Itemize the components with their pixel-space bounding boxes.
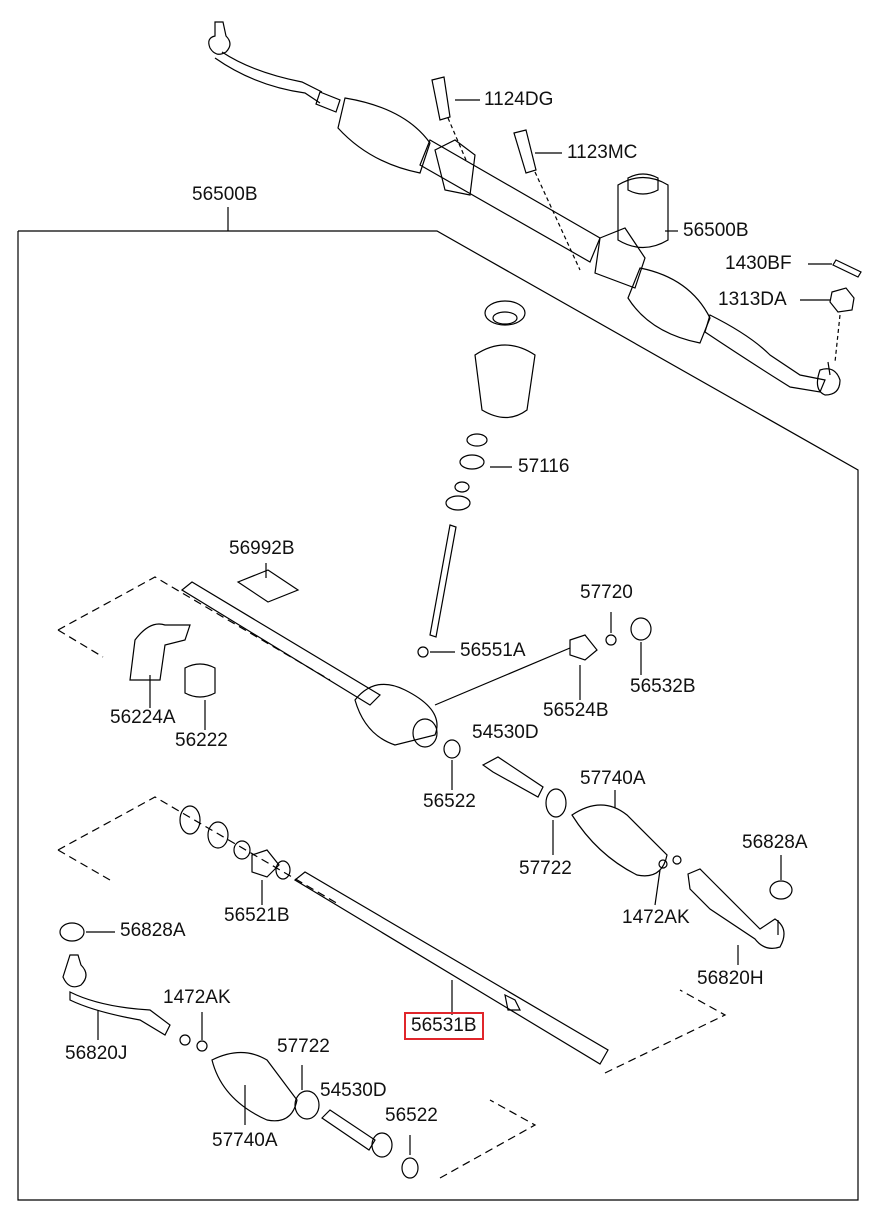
part-label-56828A[interactable]: 56828A [742,832,808,853]
steering-gear-assembly [208,21,862,396]
part-label-56522-left[interactable]: 56522 [385,1105,438,1126]
part-label-57722-left[interactable]: 57722 [277,1036,330,1057]
part-label-56524B[interactable]: 56524B [543,700,609,721]
part-label-54530D[interactable]: 54530D [472,722,539,743]
part-label-1313DA[interactable]: 1313DA [718,289,787,310]
part-label-1123MC[interactable]: 1123MC [567,142,638,163]
part-label-57116[interactable]: 57116 [518,456,570,477]
part-label-57740A[interactable]: 57740A [580,768,646,789]
part-label-57740A-left[interactable]: 57740A [212,1130,278,1151]
part-label-56820J[interactable]: 56820J [65,1043,128,1064]
part-label-1430BF[interactable]: 1430BF [725,253,792,274]
part-label-56820H[interactable]: 56820H [697,968,764,989]
part-label-56992B[interactable]: 56992B [229,538,295,559]
part-label-56224A[interactable]: 56224A [110,707,176,728]
exploded-parts [57,300,793,1179]
part-label-1472AK-left[interactable]: 1472AK [163,987,231,1008]
part-label-56500B[interactable]: 56500B [683,220,749,241]
part-label-56532B[interactable]: 56532B [630,676,696,697]
part-label-56551A[interactable]: 56551A [460,640,526,661]
part-label-54530D-left[interactable]: 54530D [320,1080,387,1101]
rack-bar [293,871,609,1065]
group-frame [17,230,859,1201]
part-label-56522[interactable]: 56522 [423,791,476,812]
part-label-1472AK[interactable]: 1472AK [622,907,690,928]
part-label-1124DG[interactable]: 1124DG [484,89,554,110]
part-label-57722[interactable]: 57722 [519,858,572,879]
part-label-56828A-left[interactable]: 56828A [120,920,186,941]
part-label-57720[interactable]: 57720 [580,582,633,603]
part-label-56531B-highlighted[interactable]: 56531B [404,1012,484,1040]
part-label-56521B[interactable]: 56521B [224,905,290,926]
part-label-56222[interactable]: 56222 [175,730,228,751]
part-label-56500B-group[interactable]: 56500B [192,184,258,205]
